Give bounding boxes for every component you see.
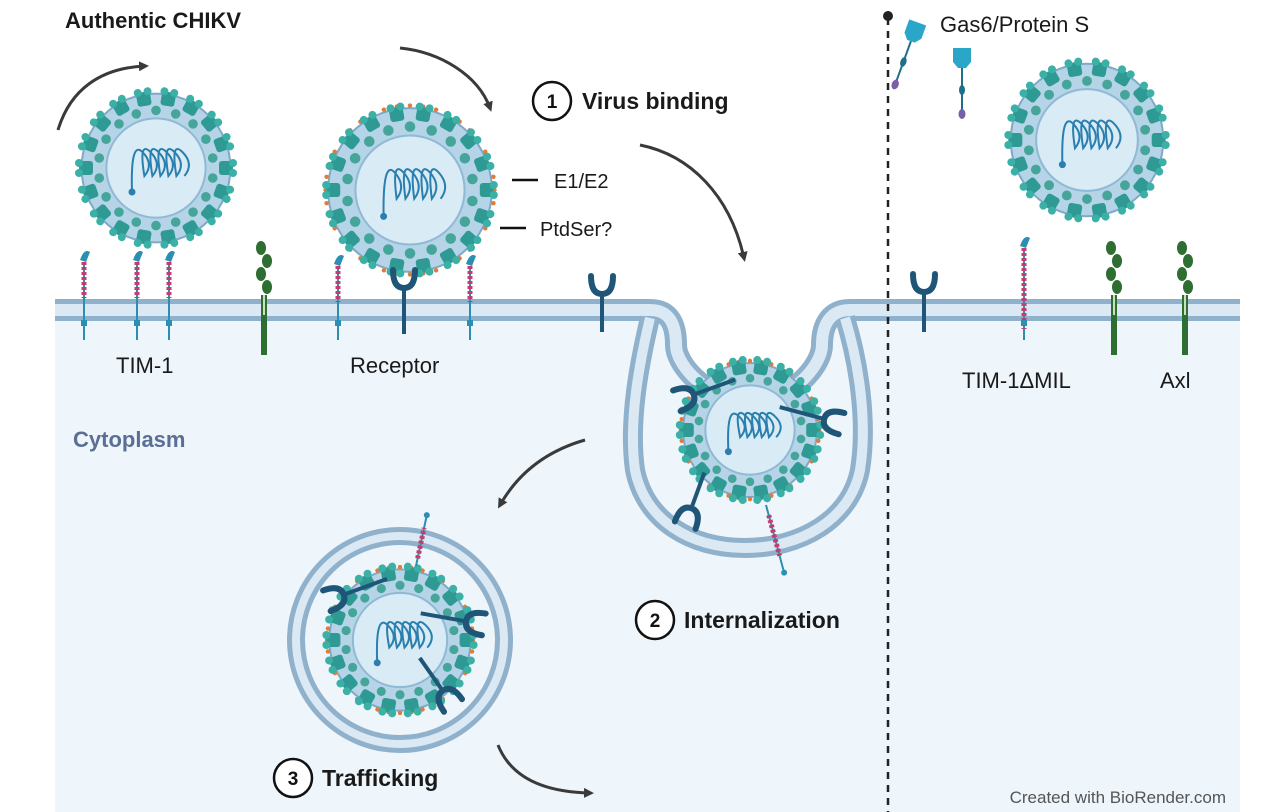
tim1-label: TIM-1 <box>116 353 173 378</box>
arrow-to-internalization <box>639 143 748 262</box>
axl-receptor <box>1106 241 1122 355</box>
virion-endosomal <box>322 562 478 718</box>
endosome <box>287 527 513 753</box>
receptor <box>779 405 848 438</box>
tim1-receptor <box>133 251 143 340</box>
step-1-badge <box>531 80 573 122</box>
arrow-onward <box>496 744 594 798</box>
step-2: 2 Internalization <box>634 599 840 641</box>
step-3-badge <box>272 757 314 799</box>
axl-receptor <box>1177 241 1193 355</box>
virion-internalizing <box>675 355 825 505</box>
virion-free <box>75 87 237 249</box>
receptor <box>420 609 489 639</box>
step-1-number: 1 <box>547 92 558 113</box>
step-3-number: 3 <box>288 769 299 790</box>
axl-label: Axl <box>1160 368 1191 393</box>
e1e2-label: E1/E2 <box>554 171 608 193</box>
tim1-receptor <box>466 255 476 340</box>
step-2-label: Internalization <box>684 607 840 633</box>
step-1: 1 Virus binding <box>531 80 729 122</box>
gas6-protein <box>891 19 927 90</box>
step-3-label: Trafficking <box>322 765 438 791</box>
tim1-receptor <box>415 512 430 567</box>
axl-receptor <box>256 241 272 355</box>
endocytic-pit <box>622 315 873 559</box>
credit-label: Created with BioRender.com <box>1010 788 1226 807</box>
tim1-receptor <box>334 255 344 340</box>
arrow-to-trafficking <box>498 438 586 509</box>
ptdser-label: PtdSer? <box>540 219 612 241</box>
gas6-protein <box>953 48 971 119</box>
step-1-label: Virus binding <box>582 88 729 114</box>
receptor <box>418 656 466 715</box>
step-3: 3 Trafficking <box>272 757 438 799</box>
gas6-label: Gas6/Protein S <box>940 12 1089 37</box>
receptor <box>320 577 388 615</box>
cytoplasm-label: Cytoplasm <box>73 427 185 452</box>
virion-bound <box>322 102 498 278</box>
receptor <box>670 377 736 415</box>
receptor <box>671 471 707 532</box>
step-2-number: 2 <box>650 611 661 632</box>
receptor <box>910 271 938 332</box>
receptor <box>390 267 418 334</box>
tim1-receptor <box>165 251 175 340</box>
arrow-to-binding <box>399 46 493 112</box>
virion-right-panel <box>1004 57 1170 223</box>
receptor-label: Receptor <box>350 353 439 378</box>
tim1-receptor <box>765 504 788 576</box>
divider-dot <box>883 11 893 21</box>
tim1-receptor <box>80 251 90 340</box>
diagram-title: Authentic CHIKV <box>65 8 241 33</box>
tim1-mutant-label: TIM-1ΔMIL <box>962 368 1071 393</box>
receptor <box>588 273 616 332</box>
tim1-mutant-receptor <box>1020 237 1030 340</box>
step-2-badge <box>634 599 676 641</box>
arrow-attach <box>56 61 149 131</box>
